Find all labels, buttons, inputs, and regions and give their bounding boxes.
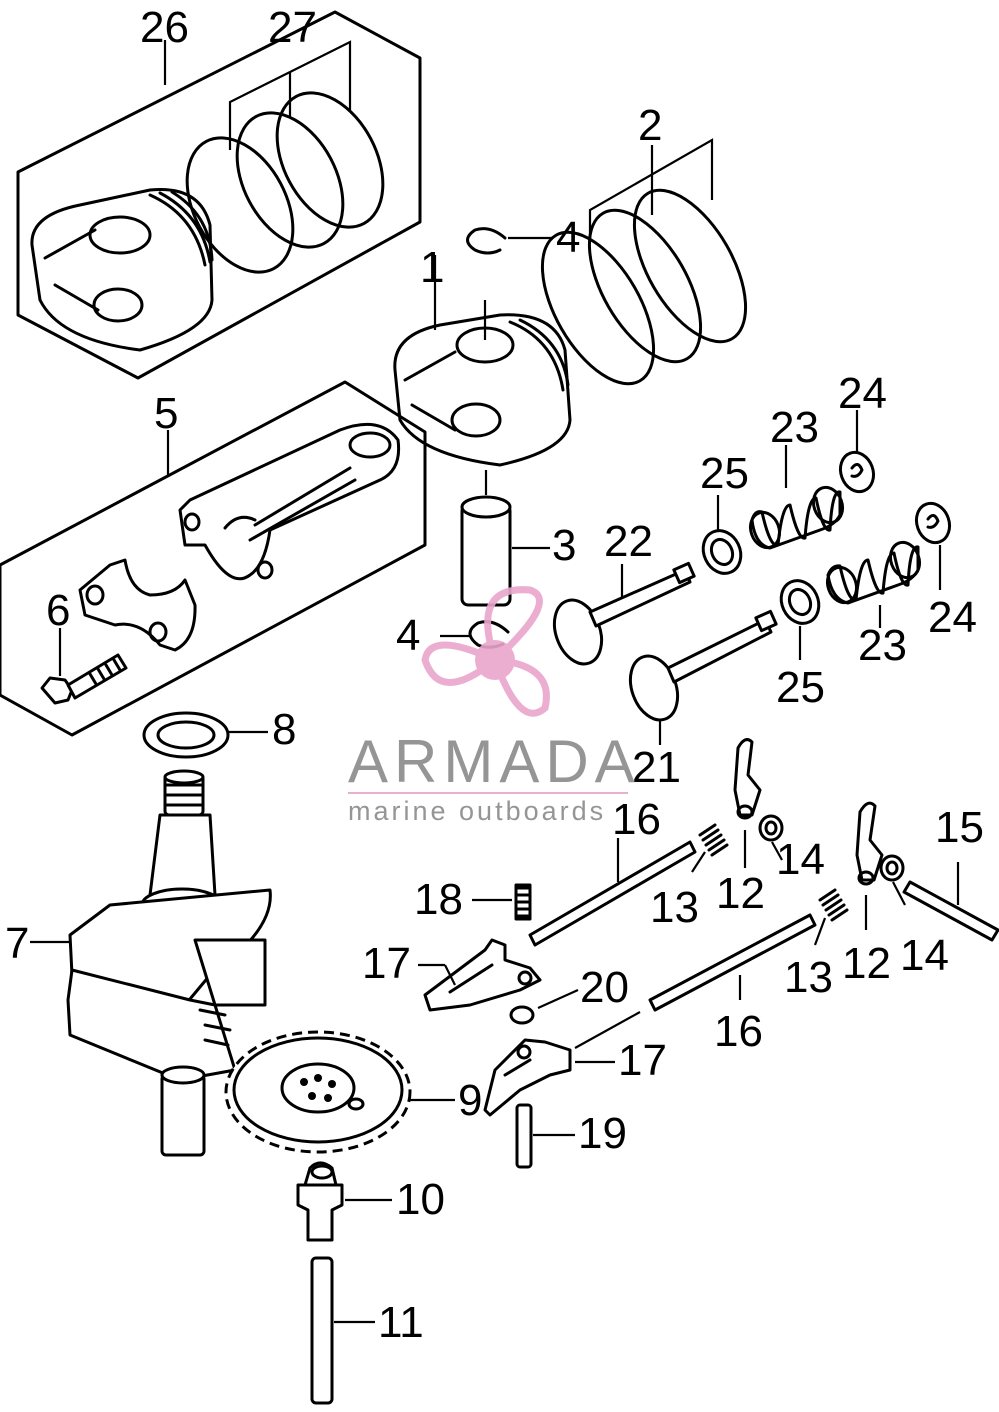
cam-follower [296,1161,344,1242]
callout-13-lower: 13 [784,953,833,1002]
kit-ring-2 [235,111,345,249]
piston-ring-3 [632,188,748,344]
callout-17-lower: 17 [618,1036,667,1085]
crankshaft [66,769,272,1157]
callout-12-upper: 12 [716,869,765,918]
connecting-rod-kit-box: 5 6 [0,380,427,737]
piston-ring-2 [587,208,703,364]
kit-piston [30,187,214,352]
connecting-rod [178,422,401,581]
rocker-nut-lower [879,854,905,882]
intake-valve [552,561,696,666]
piston-pin-clip-upper [466,227,507,255]
callout-11: 11 [378,1298,424,1347]
rod-cap [78,558,197,652]
callout-12-lower: 12 [842,939,891,988]
tappet-spring [514,883,532,921]
tappet-washer [509,1005,535,1025]
callout-16-lower: 16 [714,1007,763,1056]
callout-25-upper: 25 [700,449,749,498]
kit-ring-3 [275,91,385,229]
valve-spring-upper [748,485,845,550]
callout-23-upper: 23 [770,403,819,452]
callout-15: 15 [935,803,984,852]
valve-retainer-lower [779,579,821,625]
rocker-arm-lower [855,801,884,886]
piston-kit-box: 26 27 [16,3,422,380]
rocker-spring-lower [818,888,849,922]
callout-6: 6 [46,586,70,635]
valve-spring-lower [825,540,922,605]
callout-2: 2 [638,101,662,150]
callout-24-lower: 24 [928,593,977,642]
callout-22: 22 [604,517,653,566]
push-rod-upper [528,840,697,947]
callout-1: 1 [420,243,444,292]
callout-4-lower: 4 [396,611,420,660]
callout-14-lower: 14 [900,931,949,980]
callout-19: 19 [578,1109,627,1158]
rocker-spring-upper [698,823,729,857]
thrust-washer [142,711,230,759]
callout-25-lower: 25 [776,663,825,712]
callout-27: 27 [268,3,317,52]
callout-14-upper: 14 [776,835,825,884]
callout-21: 21 [632,743,681,792]
exhaust-valve [628,609,778,722]
callout-17-upper: 17 [362,939,411,988]
tappet-lever-lower [483,1038,572,1117]
callout-7: 7 [5,919,29,968]
kit-ring-1 [185,136,295,274]
valve-collet-lower [914,501,952,545]
piston-ring-1 [540,230,656,386]
push-rod-lower [648,913,817,1012]
rocker-nut-upper [758,814,784,842]
callout-26: 26 [140,3,189,52]
rocker-arm-upper [733,738,762,820]
cam-shaft-pin [310,1256,334,1405]
camshaft-gear [224,1030,412,1154]
valve-collet-upper [838,450,876,494]
callout-16-upper: 16 [612,795,661,844]
rocker-shaft [902,880,999,942]
callout-3: 3 [552,521,576,570]
piston-assembly: 1 2 4 3 4 [393,101,748,660]
callout-8: 8 [272,705,296,754]
tappet-lever-upper [423,938,542,1012]
callout-10: 10 [396,1175,445,1224]
tappet-pin [515,1103,533,1169]
watermark-brand: ARMADA [348,728,641,795]
callout-18: 18 [414,875,463,924]
callout-9: 9 [458,1076,482,1125]
watermark-tagline: marine outboards [348,796,606,826]
callout-4-upper: 4 [556,213,580,262]
callout-5: 5 [154,389,178,438]
armada-watermark: ARMADA marine outboards [348,586,641,826]
propeller-icon [421,586,550,717]
piston-pin [460,470,512,607]
valve-retainer-upper [701,529,743,575]
callout-24-upper: 24 [838,369,887,418]
rod-bolt [40,653,128,705]
callout-13-upper: 13 [650,883,699,932]
callout-23-lower: 23 [858,621,907,670]
callout-20: 20 [580,963,629,1012]
